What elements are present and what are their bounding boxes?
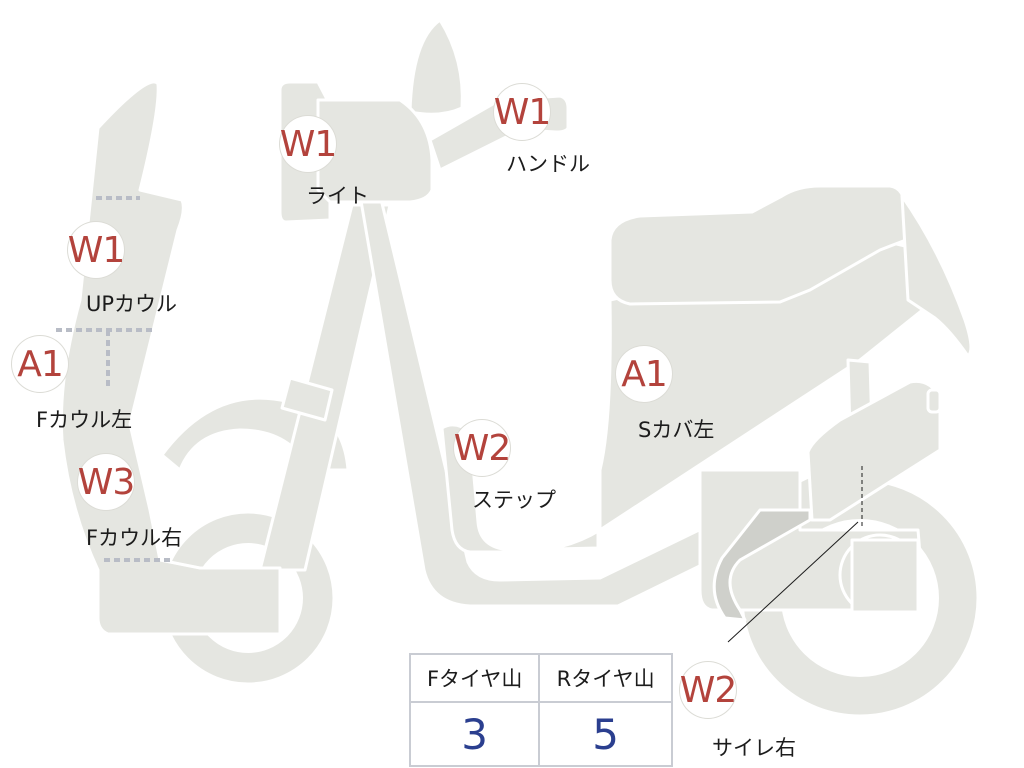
upper-cowl-grade-badge: W1 [68,222,125,278]
handle-grade-badge: W1 [494,84,551,140]
muffler-pipe [712,508,812,622]
side-cover-left-grade-badge: A1 [616,346,672,402]
side-cover [598,238,937,532]
light-label: ライト [306,184,369,208]
light-grade-badge: W1 [280,116,337,172]
upper-cowl-label: UPカウル [86,292,178,316]
step-grade-badge: W2 [454,420,511,476]
front-tire-tread-header: Fタイヤ山 [408,653,541,703]
handle-label: ハンドル [506,152,590,176]
front-cowl-left-label: Fカウル左 [36,408,133,432]
muffler-right-grade-badge: W2 [680,662,737,718]
front-tire-tread-value: 3 [408,701,541,767]
tail [900,194,973,358]
muffler-leader-line [727,521,859,643]
muffler-right-label: サイレ右 [712,736,796,760]
front-cowl-right-grade-badge: W3 [78,454,135,510]
side-cover-left-label: Sカバ左 [638,418,715,442]
rear-drum [850,538,920,614]
handle-cover [316,98,434,204]
rear-tire-tread-value: 5 [538,701,673,767]
muffler-tip [926,388,942,414]
step-label: ステップ [472,488,556,512]
mirror [408,18,464,116]
fork-joint [280,376,334,422]
rear-tire-tread-header: Rタイヤ山 [538,653,673,703]
seat [608,184,908,306]
front-cowl-right-label: Fカウル右 [86,526,183,550]
tire-tread-table: Fタイヤ山 Rタイヤ山 3 5 [408,653,673,767]
front-cowl-left-grade-badge: A1 [12,336,68,392]
